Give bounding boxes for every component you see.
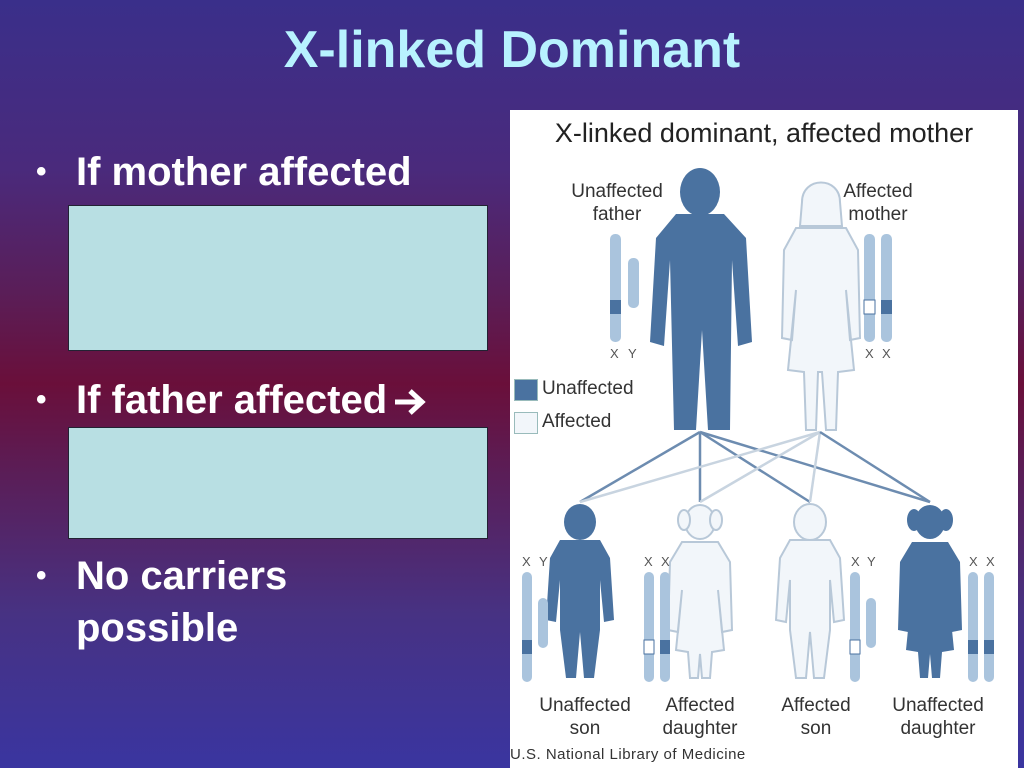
child4-chrom-right-label: X (986, 554, 995, 569)
mother-label: Affected mother (828, 180, 928, 226)
child-daughter-1-icon (666, 504, 734, 679)
child-label-line2: daughter (662, 718, 738, 739)
father-chrom-y-label: Y (628, 346, 637, 361)
answer-cover-box-mother[interactable] (68, 205, 488, 351)
bullet-dot-icon: • (36, 383, 47, 416)
child-son-1-icon (546, 504, 614, 678)
child-label-line2: son (800, 718, 832, 739)
bullet-text-line1: No carriers (76, 554, 288, 598)
child-label-line1: Unaffected (892, 695, 984, 716)
bullet-text: If mother affected (76, 150, 412, 194)
child-label-line2: son (569, 718, 601, 739)
child1-chrom-left-label: X (522, 554, 531, 569)
father-chrom-x-label: X (610, 346, 619, 361)
child-label-affected-son: Affected son (768, 694, 864, 740)
mother-chrom-x1-label: X (865, 346, 874, 361)
child-label-line1: Affected (781, 695, 851, 716)
child-label-unaffected-daughter: Unaffected daughter (880, 694, 996, 740)
child2-chrom-left-label: X (644, 554, 653, 569)
mother-label-line2: mother (848, 204, 908, 225)
mother-figure-icon (780, 181, 862, 431)
legend-swatch-unaffected (514, 379, 538, 401)
pedigree-figure: X-linked dominant, affected mother Unaff… (510, 110, 1018, 768)
child-label-affected-daughter: Affected daughter (648, 694, 752, 740)
father-label: Unaffected father (562, 180, 672, 226)
legend-label: Unaffected (542, 378, 634, 399)
child2-chrom-right-label: X (661, 554, 670, 569)
answer-cover-box-father[interactable] (68, 427, 488, 539)
child-label-line2: daughter (900, 718, 976, 739)
child3-chrom-left-label: X (851, 554, 860, 569)
image-credit: U.S. National Library of Medicine (510, 746, 746, 763)
slide-title: X-linked Dominant (283, 21, 741, 79)
child-daughter-2-icon (898, 505, 962, 678)
bullet-dot-icon: • (36, 155, 47, 188)
bullet-text-line2: possible (76, 606, 239, 650)
child3-chrom-right-label: Y (867, 554, 876, 569)
figure-title: X-linked dominant, affected mother (554, 118, 974, 148)
father-label-line2: father (592, 204, 642, 225)
pedigree-drawing (522, 168, 994, 682)
child4-chrom-left-label: X (969, 554, 978, 569)
father-chromosomes (610, 234, 639, 342)
child1-chrom-right-label: Y (539, 554, 548, 569)
bullet-text-content: If father affected (76, 378, 388, 422)
bullet-text: No carriers possible (76, 550, 287, 654)
father-label-line1: Unaffected (571, 181, 663, 202)
child-label-line1: Unaffected (539, 695, 631, 716)
legend-label: Affected (542, 411, 612, 432)
bullet-text: If father affected (76, 374, 427, 426)
right-arrow-icon (395, 389, 426, 416)
inheritance-lines (579, 430, 931, 504)
mother-label-line1: Affected (843, 181, 913, 202)
child-son-2-icon (774, 503, 846, 679)
child-label-line1: Affected (665, 695, 735, 716)
mother-chrom-x2-label: X (882, 346, 891, 361)
child-label-unaffected-son: Unaffected son (530, 694, 640, 740)
legend-swatch-affected (514, 412, 538, 434)
child-chromosomes (522, 572, 994, 682)
mother-chromosomes (863, 234, 892, 342)
bullet-dot-icon: • (36, 559, 47, 592)
father-figure-icon (650, 168, 752, 430)
